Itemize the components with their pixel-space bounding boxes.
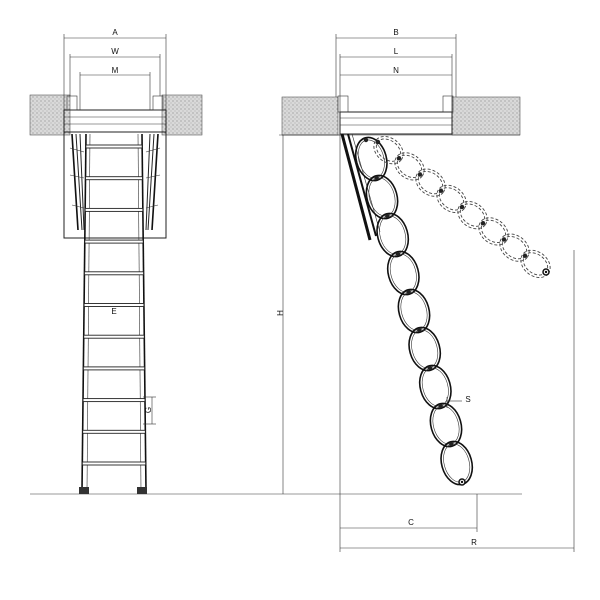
front-trim [63,109,167,133]
rung [84,271,144,276]
pivot-joint [396,156,402,161]
pivot-joint [449,441,454,447]
dimension-h: H [276,134,340,494]
pivot-joint [459,204,465,210]
label-r: R [471,538,477,547]
scissor-link [520,249,551,278]
dimension-n: N [340,66,452,76]
pivot-joint [375,139,381,145]
dimension-g: G [143,396,156,425]
scissor-link [418,364,452,410]
label-h: H [276,310,285,316]
pivot-joint [417,172,423,177]
scissor-link [386,250,420,296]
scissor-link [397,288,431,334]
dimension-s: S [446,395,471,408]
scissor-link [436,184,467,213]
ladder-rungs [81,144,147,466]
rung [85,144,143,149]
dimension-a: A [63,28,167,110]
end-joint-center [460,480,464,484]
ceiling-right-front [161,94,203,136]
side-view: B L N H S C [276,28,575,552]
pivot-joint [438,403,443,409]
pivot-joint [374,175,379,181]
hatch-bracket-right [152,95,164,111]
label-n: N [393,66,399,75]
scissor-link [354,136,388,182]
dimension-b: B [335,28,457,97]
pivot-joint [480,221,486,226]
end-joint-center [544,270,548,274]
front-frame [63,109,167,239]
label-l: L [394,47,399,56]
ceiling-right-side [451,96,521,136]
right-stile [141,133,147,491]
dimension-c: C [339,494,478,552]
rung [82,429,146,434]
label-s: S [465,395,470,404]
side-bracket-right [442,95,454,113]
rung [83,334,145,339]
dimension-w: W [69,47,161,96]
scissor-link [457,201,488,230]
dimension-m: M [79,66,151,110]
side-frame [339,111,453,135]
label-g: G [144,407,153,413]
scissor-link [373,136,404,165]
scissor-link [394,152,425,181]
rung [84,207,144,212]
scissor-link [429,402,463,448]
label-m: M [112,66,119,75]
pivot-joint [501,237,507,242]
rung [85,176,143,181]
hatch-bracket-left [66,95,78,111]
opened-hatch-panel [340,133,381,241]
label-w: W [111,47,119,56]
label-e: E [111,307,116,316]
pivot-joint [438,188,444,193]
rung [82,366,146,371]
side-bracket-left [337,95,349,113]
dimension-r: R [340,250,575,552]
label-c: C [408,518,414,527]
scissor-link [478,217,509,246]
right-foot [137,487,147,494]
rung [83,303,145,307]
rung [82,398,146,403]
scissor-link [499,233,530,262]
front-mechanism-left [69,133,85,231]
pivot-joint [417,327,422,333]
left-foot [79,487,89,494]
label-b: B [393,28,398,37]
scissor-link [408,326,442,372]
rung [81,461,147,466]
rung [84,239,144,244]
scissor-ladder-folded [373,136,551,278]
front-mechanism-right [145,133,161,231]
front-view: A W M E G [29,28,203,494]
ceiling-left-side [281,96,339,136]
pivot-joint [363,137,369,143]
scissor-link [365,174,399,220]
dimension-l: L [339,47,453,112]
label-a: A [112,28,118,37]
scissor-ladder-extended [354,136,474,486]
pivot-joint [522,253,528,258]
pivot-joint [385,213,390,219]
pivot-joint [427,365,433,371]
scissor-link [376,212,410,258]
scissor-link [415,168,446,197]
pivot-joint [406,289,411,295]
ceiling-left-front [29,94,71,136]
pivot-joint [395,251,401,257]
